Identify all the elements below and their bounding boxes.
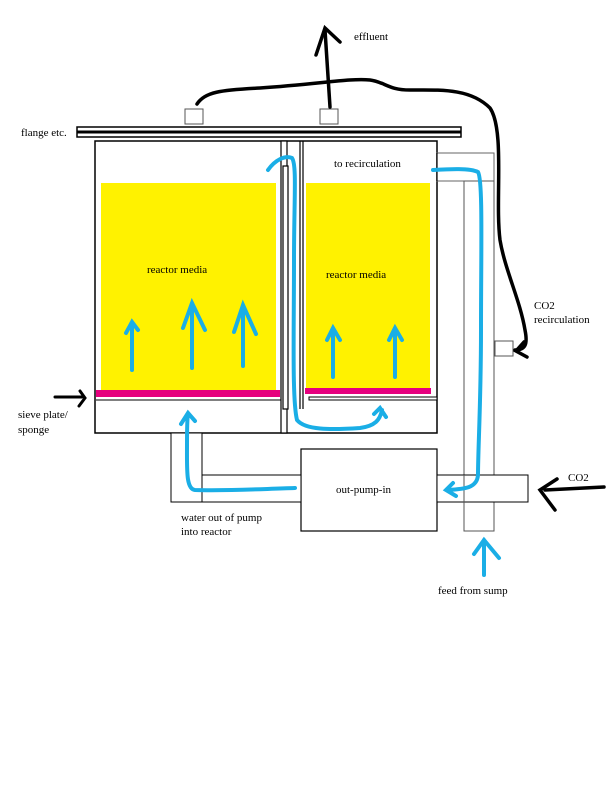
- flow-arrow-right-2: [387, 323, 404, 379]
- co2-recirc-arrowhead: [513, 340, 529, 359]
- flow-arrow-left-2: [181, 297, 207, 370]
- flow-path-pump-out: [179, 409, 297, 493]
- effluent-arrow: [323, 28, 332, 109]
- sieve-plate-left: [96, 390, 280, 397]
- pump-box: [300, 448, 438, 532]
- label-sieve-1: sieve plate/: [18, 409, 68, 421]
- top-port-left: [184, 108, 204, 125]
- flow-arrow-left-3: [232, 299, 258, 368]
- label-pump: out-pump-in: [336, 484, 391, 496]
- label-effluent: effluent: [354, 31, 389, 43]
- co2-recirc-line: [195, 77, 528, 352]
- flow-path-to-pump: [431, 167, 484, 498]
- reactor-media-right: [306, 183, 430, 388]
- label-to-recirculation: to recirculation: [334, 158, 401, 170]
- reactor-media-left: [101, 183, 276, 390]
- flow-path-recirc-baffle: [266, 155, 388, 432]
- sieve-plate-right: [305, 388, 431, 394]
- label-feed: feed from sump: [438, 585, 508, 597]
- recirc-pipe-top: [436, 152, 495, 182]
- label-co2-recirculation-2: recirculation: [534, 314, 590, 326]
- flow-arrow-left-1: [124, 318, 140, 372]
- sieve-line-right: [308, 396, 438, 401]
- co2-arrowhead: [537, 477, 559, 512]
- label-water-out-2: into reactor: [181, 526, 232, 538]
- co2-arrow: [543, 485, 606, 492]
- label-flange: flange etc.: [21, 127, 67, 139]
- co2-port: [494, 340, 514, 357]
- label-reactor-media-right: reactor media: [326, 269, 387, 281]
- label-sieve-2: sponge: [18, 424, 50, 436]
- sieve-arrowhead: [77, 389, 87, 408]
- label-water-out-1: water out of pump: [181, 512, 262, 524]
- effluent-arrowhead: [314, 24, 342, 57]
- top-port-center: [319, 108, 339, 125]
- label-co2: CO2: [568, 472, 589, 484]
- flow-arrow-feed: [472, 536, 501, 577]
- label-reactor-media-left: reactor media: [147, 264, 208, 276]
- inner-baffle: [282, 165, 289, 410]
- label-co2-recirculation-1: CO2: [534, 300, 555, 312]
- flow-arrow-right-1: [325, 323, 342, 379]
